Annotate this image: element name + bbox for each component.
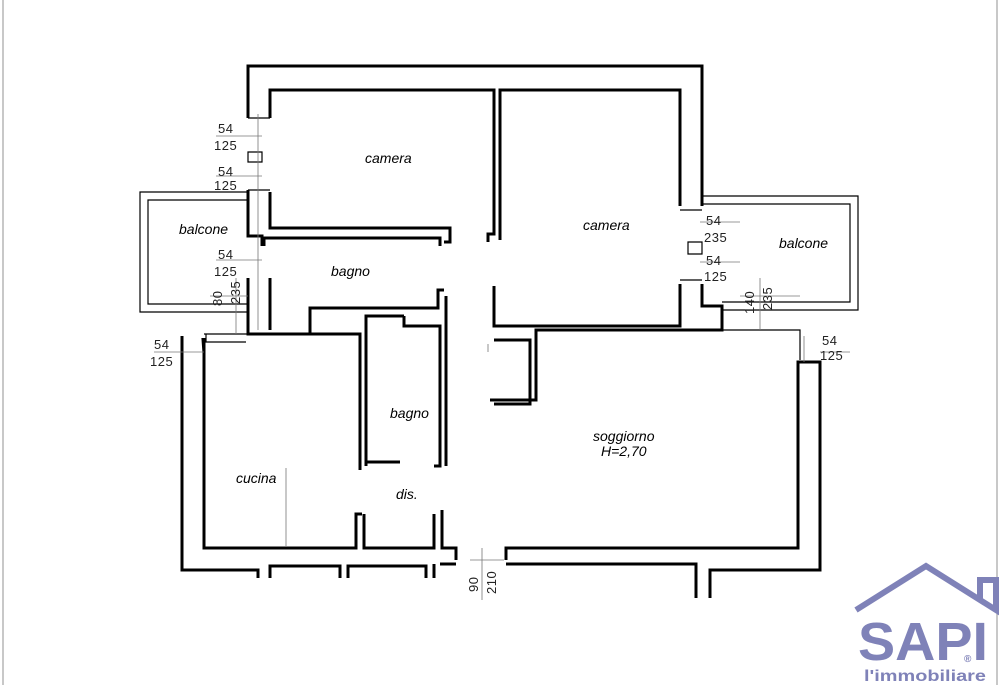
closet-wall [494, 338, 532, 406]
camera-left-bottom-wall [268, 192, 452, 244]
outer-bottom-mid [432, 562, 456, 578]
dim-left-bagno-b: 125 [214, 264, 237, 279]
dim-right-mid-b: 125 [704, 269, 727, 284]
camera-right-bottom-wall [490, 284, 724, 402]
room-cucina: cucina [236, 470, 277, 486]
room-camera-2: camera [583, 217, 630, 233]
dim-left-top-a: 54 [218, 121, 233, 136]
left-mid-wall [246, 190, 264, 246]
dim-right-mid-a: 54 [706, 253, 721, 268]
logo-roof-icon [854, 562, 999, 616]
room-soggiorno: soggiorno [593, 428, 655, 444]
balcone-right-outline [702, 195, 859, 311]
room-balcone-right: balcone [779, 235, 828, 251]
logo-registered: ® [964, 654, 972, 665]
dim-left-vert-a: 80 [210, 291, 225, 306]
room-balcone-left: balcone [179, 221, 228, 237]
window-stubs-right [680, 209, 703, 281]
dim-left-kitchen-b: 125 [150, 354, 173, 369]
outer-wall-bottom-right [506, 562, 698, 598]
walls [139, 64, 859, 600]
dim-left-vert-b: 235 [228, 281, 243, 304]
dim-left-bagno-a: 54 [218, 247, 233, 262]
dim-right-vert-b: 235 [760, 287, 775, 310]
logo-tagline: l'immobiliare [864, 668, 986, 685]
soggiorno-walls [504, 360, 822, 598]
dimension-labels: 54 125 54 125 54 125 80 235 54 125 54 23… [150, 121, 843, 594]
room-soggiorno-height: H=2,70 [601, 443, 647, 459]
dis-right-wall [440, 510, 458, 560]
sapi-logo: SAPI ® l'immobiliare [854, 562, 999, 685]
camera-left-walls [268, 88, 496, 242]
dis-walls [362, 514, 436, 550]
dim-right-low-b: 125 [820, 348, 843, 363]
room-bagno-1: bagno [331, 263, 370, 279]
dim-left-kitchen-a: 54 [154, 337, 169, 352]
window-stubs-left [247, 117, 270, 191]
room-dis: dis. [396, 486, 418, 502]
bagno-2-outer-wall [248, 332, 362, 470]
balcone-left-outline [139, 191, 248, 313]
room-bagno-2: bagno [390, 405, 429, 421]
dim-left-top-b: 125 [214, 138, 237, 153]
cucina-walls [202, 338, 362, 550]
outer-wall-left [180, 336, 260, 578]
dim-right-top-b: 235 [704, 230, 727, 245]
logo-mark: SAPI [858, 612, 988, 672]
bagno-2-left-wall [364, 314, 404, 466]
outer-wall-bottom-left [268, 564, 428, 578]
dim-right-top-a: 54 [706, 213, 721, 228]
bagno-2-right-wall [402, 316, 442, 468]
dim-bottom-a: 90 [466, 577, 481, 592]
room-camera-1: camera [365, 150, 412, 166]
outer-wall-top [246, 64, 704, 206]
dim-left-mid-a: 54 [218, 164, 233, 179]
camera-right-walls [498, 88, 682, 240]
bagno-1-top-wall [262, 236, 442, 246]
dimension-lines [154, 114, 850, 561]
dim-left-mid-b: 125 [214, 178, 237, 193]
dim-right-vert-a: 140 [742, 291, 757, 314]
dim-bottom-b: 210 [484, 571, 499, 594]
dim-right-low-a: 54 [822, 333, 837, 348]
